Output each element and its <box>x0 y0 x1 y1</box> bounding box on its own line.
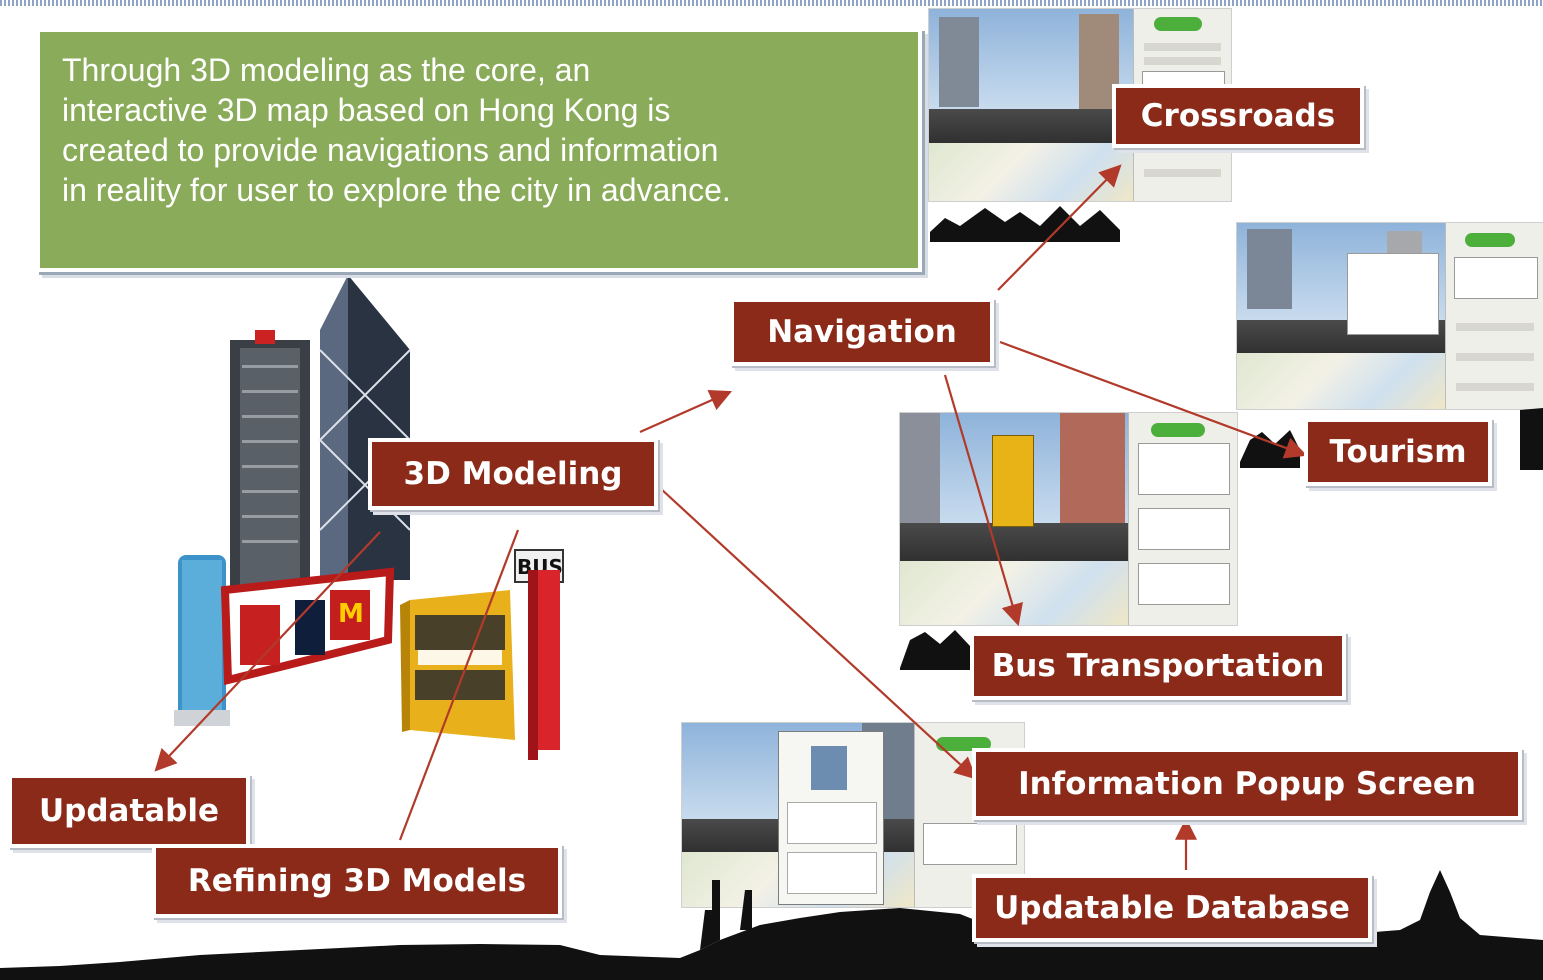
label-updatable: Updatable <box>8 774 250 848</box>
bus-screenshot <box>899 412 1238 626</box>
arrow-modeling-to-navigation <box>639 389 733 434</box>
intro-line-2: interactive 3D map based on Hong Kong is <box>62 92 671 128</box>
intro-line-1: Through 3D modeling as the core, an <box>62 52 591 88</box>
line-refining-to-modeling <box>398 529 520 841</box>
label-bus-transportation: Bus Transportation <box>970 632 1346 700</box>
intro-line-4: in reality for user to explore the city … <box>62 172 731 208</box>
svg-text:M: M <box>338 599 364 629</box>
intro-line-3: created to provide navigations and infor… <box>62 132 719 168</box>
top-dotted-rule <box>0 0 1543 6</box>
label-3d-modeling: 3D Modeling <box>368 438 658 510</box>
arrow-modeling-to-info <box>659 487 977 780</box>
label-crossroads: Crossroads <box>1112 84 1364 148</box>
bus-stop-sign-model: BUS <box>514 549 564 760</box>
models-illustration: M BUS <box>174 275 564 760</box>
label-information-popup: Information Popup Screen <box>972 748 1522 820</box>
arrow-navigation-to-bus <box>943 374 1023 627</box>
arrow-modeling-to-updatable <box>154 531 381 772</box>
tourism-screenshot <box>1236 222 1543 410</box>
intro-text-box: Through 3D modeling as the core, an inte… <box>36 28 922 272</box>
double-decker-bus-model <box>400 590 515 740</box>
arrow-navigation-to-crossroads <box>997 164 1122 291</box>
arrow-navigation-to-tourism <box>999 340 1308 459</box>
label-tourism: Tourism <box>1304 418 1492 486</box>
label-refining-3d-models: Refining 3D Models <box>152 844 562 918</box>
label-updatable-database: Updatable Database <box>972 874 1372 942</box>
label-navigation: Navigation <box>730 298 994 366</box>
